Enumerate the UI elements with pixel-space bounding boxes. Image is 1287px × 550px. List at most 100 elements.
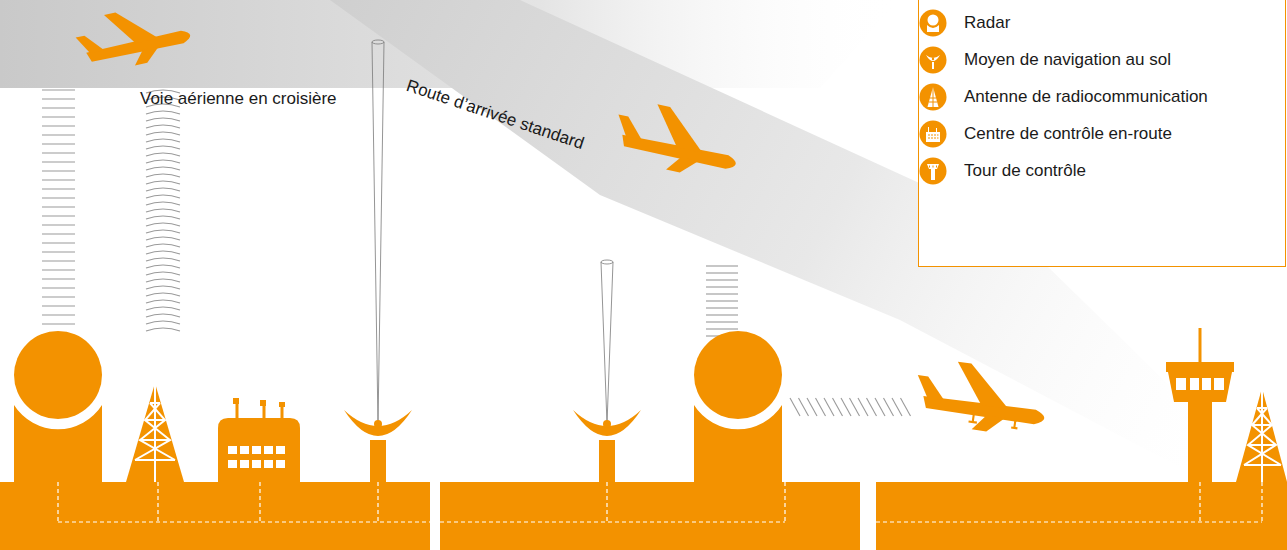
signal-lines xyxy=(42,224,75,225)
navigation-aid-symbol xyxy=(573,410,641,436)
control-centre-symbol xyxy=(240,460,249,468)
plane-silhouette xyxy=(76,32,104,55)
control-centre-symbol xyxy=(240,446,249,454)
network-link xyxy=(440,482,785,522)
plane-silhouette xyxy=(666,155,698,176)
legend-icon-part xyxy=(928,15,939,26)
plane-silhouette xyxy=(972,414,1005,434)
signal-lines xyxy=(146,237,180,240)
legend-icon-part xyxy=(926,132,940,142)
navigation-aid-symbol xyxy=(599,440,615,482)
signal-lines xyxy=(42,134,75,135)
navigation-aid-symbol xyxy=(370,440,386,482)
signal-lines xyxy=(146,188,180,191)
navigation-aid-symbol xyxy=(344,410,641,482)
legend-icon-part xyxy=(929,87,937,107)
legend-icon-part xyxy=(930,166,937,168)
signal-lines xyxy=(146,307,180,310)
plane-silhouette xyxy=(104,5,159,49)
control-centre-symbol xyxy=(264,446,273,454)
legend-icon-part xyxy=(936,128,937,132)
ground-platform xyxy=(440,482,860,550)
control-tower-symbol xyxy=(1190,378,1199,390)
plane-silhouette xyxy=(969,414,1019,428)
signal-lines xyxy=(706,265,738,266)
signal-lines xyxy=(146,160,180,163)
radar-beam xyxy=(601,260,613,264)
signal-lines xyxy=(42,89,75,90)
signal-lines xyxy=(42,98,75,99)
legend-icon-part xyxy=(927,25,939,32)
navigation-aid-symbol xyxy=(603,420,611,428)
control-centre-symbol xyxy=(237,400,282,418)
control-tower-symbol xyxy=(1168,372,1232,402)
legend-icon-part xyxy=(928,87,939,107)
signal-lines xyxy=(42,188,75,189)
signal-lines xyxy=(146,258,180,261)
legend-icon xyxy=(919,83,947,111)
signal-lines xyxy=(42,260,75,261)
plane-silhouette xyxy=(911,356,1050,439)
legend-icon-part xyxy=(926,55,940,61)
signal-lines xyxy=(42,161,75,162)
radar-symbol xyxy=(14,331,782,482)
signal-lines xyxy=(42,278,75,279)
signal-lines xyxy=(42,323,75,324)
signal-lines xyxy=(706,307,738,308)
signal-lines xyxy=(42,143,75,144)
control-tower-symbol xyxy=(1166,362,1234,372)
control-centre-symbol xyxy=(252,446,261,454)
control-centre-symbol xyxy=(264,460,273,468)
signal-lines xyxy=(146,244,180,247)
control-tower-symbol xyxy=(1202,378,1211,390)
signal-lines xyxy=(146,195,180,198)
signal-lines xyxy=(706,300,738,301)
legend-swatch xyxy=(920,10,947,37)
signal-lines xyxy=(42,179,75,180)
antenna-symbol xyxy=(1244,388,1281,482)
legend-icon-part xyxy=(927,164,939,169)
signal-lines xyxy=(146,230,180,233)
signal-lines xyxy=(146,265,180,268)
signal-lines xyxy=(867,398,877,416)
legend-icon xyxy=(919,46,947,74)
signal-lines xyxy=(42,287,75,288)
signal-lines xyxy=(42,152,75,153)
signal-lines xyxy=(146,167,180,170)
signal-lines xyxy=(146,139,180,142)
plane-silhouette xyxy=(650,104,711,152)
antenna-symbol xyxy=(135,383,175,482)
signal-lines xyxy=(146,293,180,296)
antenna-symbol xyxy=(1236,388,1287,482)
network-link xyxy=(876,482,1262,522)
signal-lines xyxy=(850,398,860,416)
route-label: Voie aérienne en croisière xyxy=(140,89,337,109)
control-centre-symbol xyxy=(218,418,300,482)
signal-lines xyxy=(146,328,180,331)
ground-platform xyxy=(876,482,1287,550)
signal-lines xyxy=(42,125,75,126)
legend-swatch xyxy=(920,47,947,74)
signal-lines xyxy=(42,170,75,171)
signal-lines xyxy=(146,132,180,135)
radar-beam xyxy=(372,40,613,424)
signal-lines xyxy=(146,321,180,324)
signal-lines xyxy=(790,398,800,416)
network-link xyxy=(58,482,1262,522)
signal-lines xyxy=(706,286,738,287)
legend-text: Moyen de navigation au sol xyxy=(964,50,1171,70)
legend-text: Radar xyxy=(964,13,1010,33)
signal-lines xyxy=(42,215,75,216)
signal-lines xyxy=(884,398,894,416)
signal-lines xyxy=(42,242,75,243)
navigation-aid-symbol xyxy=(344,410,412,436)
signal-lines xyxy=(42,206,75,207)
legend-icon xyxy=(919,157,947,185)
radar-beam xyxy=(372,42,384,424)
control-centre-symbol xyxy=(218,398,300,482)
legend-swatch xyxy=(920,158,947,185)
aircraft xyxy=(72,0,1050,439)
radar-symbol xyxy=(694,331,782,419)
signal-lines xyxy=(901,398,911,416)
signal-lines xyxy=(42,233,75,234)
